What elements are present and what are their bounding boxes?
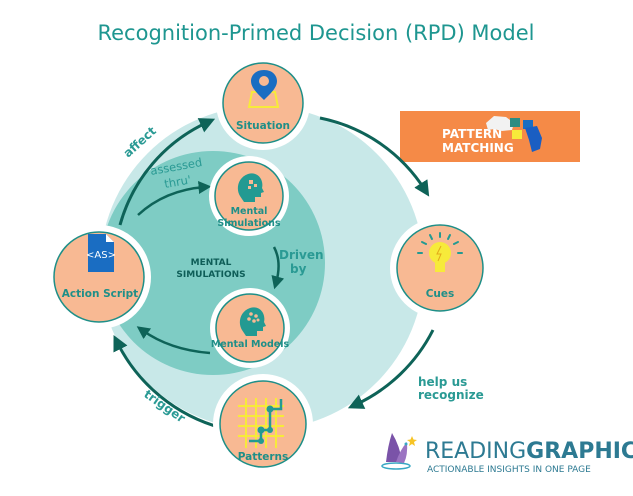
driven-by-arrow [271,246,285,290]
node-cues: Cues [390,218,490,318]
help-recognize-label-line2: recognize [418,388,484,402]
banner-line2: MATCHING [442,141,514,155]
pattern-matching-banner: PATTERN MATCHING [400,111,580,162]
models-to-script-arrow [136,326,211,355]
node-action-script-label: Action Script [62,288,138,300]
map-pin-icon [247,70,280,108]
assessed-thru-arrow [137,181,212,216]
trigger-arrow [113,335,223,430]
hands-puzzle-icon [486,116,542,152]
help-recognize-arrow [347,329,435,409]
banner-line1: PATTERN [442,127,502,141]
node-situation: Situation [216,56,310,150]
help-recognize-label-line1: help us [418,375,467,389]
situation-to-cues-arrow [319,116,430,197]
affect-arrow [118,118,216,226]
node-situation-label: Situation [236,120,290,132]
logo-wordmark-part1: READING [425,439,526,464]
readinggraphics-logo: READINGGRAPHICS ACTIONABLE INSIGHTS IN O… [381,433,633,475]
page-title: Recognition-Primed Decision (RPD) Model [97,21,534,45]
node-action-script: <AS> Action Script [47,225,151,329]
node-mental-models: Mental Models [210,288,290,368]
inner-region-label-line2: SIMULATIONS [176,270,245,280]
grid-path-icon [238,398,284,448]
head-puzzle-icon [237,173,264,202]
node-mental-models-label: Mental Models [211,339,290,350]
head-dots-icon [239,307,266,336]
node-mental-simulations-label-line2: Simulations [217,218,281,229]
driven-by-label-line1: Driven [279,248,324,262]
node-mental-simulations-label-line1: Mental [231,206,268,217]
node-patterns-label: Patterns [238,451,289,463]
node-patterns: Patterns [213,374,313,474]
lightbulb-icon [417,232,463,272]
node-cues-label: Cues [426,288,455,300]
inner-region-label-line1: MENTAL [191,258,232,268]
logo-wordmark: READINGGRAPHICS [425,439,633,464]
node-mental-simulations: Mental Simulations [209,156,289,236]
assessed-thru-label-line2: thru' [163,172,192,190]
book-wand-icon [381,433,417,470]
logo-wordmark-part2: GRAPHICS [526,439,633,464]
script-file-icon-text: <AS> [86,250,116,261]
logo-tagline: ACTIONABLE INSIGHTS IN ONE PAGE [427,465,591,475]
driven-by-label-line2: by [290,262,307,276]
script-file-icon: <AS> [86,234,116,272]
